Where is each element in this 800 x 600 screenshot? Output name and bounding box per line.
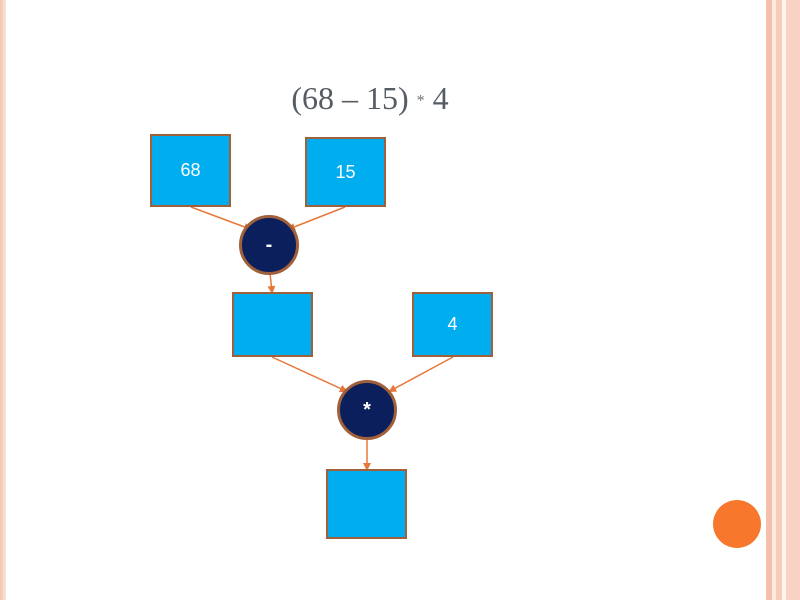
node-box-4: 4 (412, 292, 493, 357)
slide-right-stripe (776, 0, 782, 600)
node-value: 68 (180, 160, 201, 180)
operator-symbol: - (265, 233, 273, 256)
edge-minus-to-mid (267, 272, 276, 294)
node-box-15: 15 (305, 137, 386, 207)
slide-right-stripe (772, 0, 776, 600)
node-box-intermediate (232, 292, 313, 357)
slide-right-stripe (782, 0, 786, 600)
edge-4-to-mult (388, 356, 454, 392)
edge-mid-to-mult (271, 356, 348, 393)
slide-right-stripe (766, 0, 772, 600)
operator-node-minus: - (239, 215, 299, 275)
title-expression-left: (68 – 15) (291, 80, 409, 116)
node-value: 4 (447, 314, 458, 334)
node-value: 15 (335, 161, 356, 182)
operator-symbol: * (363, 398, 371, 421)
edge-15-to-minus (287, 206, 346, 231)
operator-node-multiply: * (337, 380, 397, 440)
slide-accent-circle (713, 500, 761, 548)
slide-right-stripe (786, 0, 800, 600)
slide-left-border (0, 0, 6, 600)
node-box-68: 68 (150, 134, 231, 207)
title-operator: * (416, 92, 425, 110)
node-box-result (326, 469, 407, 539)
slide-title: (68 – 15) * 4 (270, 80, 470, 117)
title-expression-right: 4 (432, 80, 449, 116)
edge-68-to-minus (190, 206, 252, 231)
